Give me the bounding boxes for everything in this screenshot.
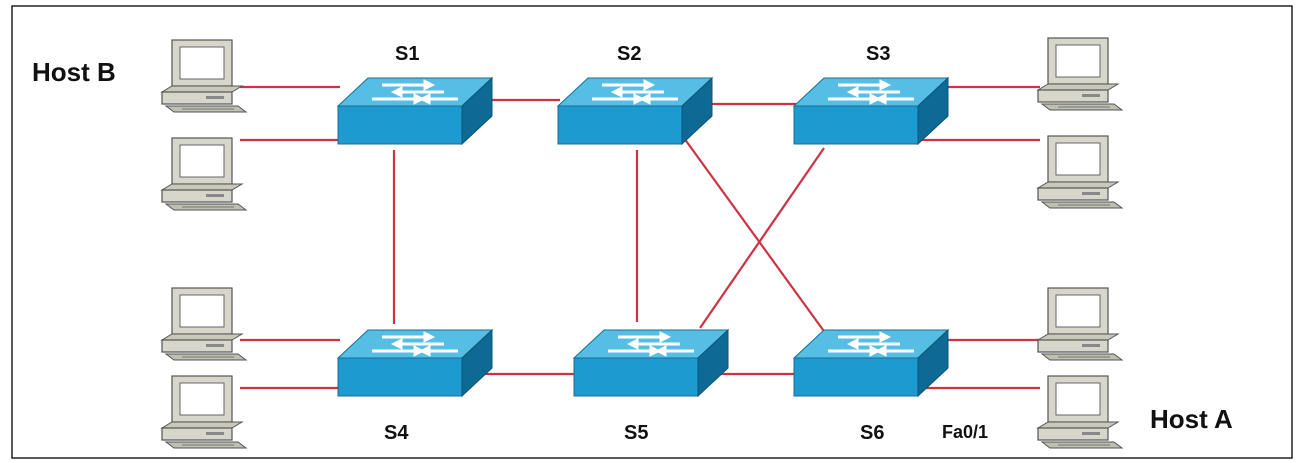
switch-label-s3: S3 — [866, 43, 890, 65]
switch-label-s4: S4 — [384, 422, 409, 444]
link-s2-s6 — [683, 137, 827, 335]
switch-s1 — [336, 76, 494, 146]
switch-s2 — [556, 76, 714, 146]
switch-label-s1: S1 — [395, 43, 419, 65]
switch-label-s5: S5 — [624, 422, 648, 444]
switch-s6 — [792, 328, 950, 398]
host-a-label: Host A — [1150, 404, 1233, 434]
switch-label-s6: S6 — [860, 422, 884, 444]
switch-s3 — [792, 76, 950, 146]
switch-label-s2: S2 — [617, 43, 641, 65]
port-label-fa0-1: Fa0/1 — [942, 422, 988, 442]
switch-s4 — [336, 328, 494, 398]
link-s3-s5 — [699, 147, 825, 329]
links — [240, 85, 1040, 390]
host-b-label: Host B — [32, 57, 116, 87]
switch-s5 — [572, 328, 730, 398]
